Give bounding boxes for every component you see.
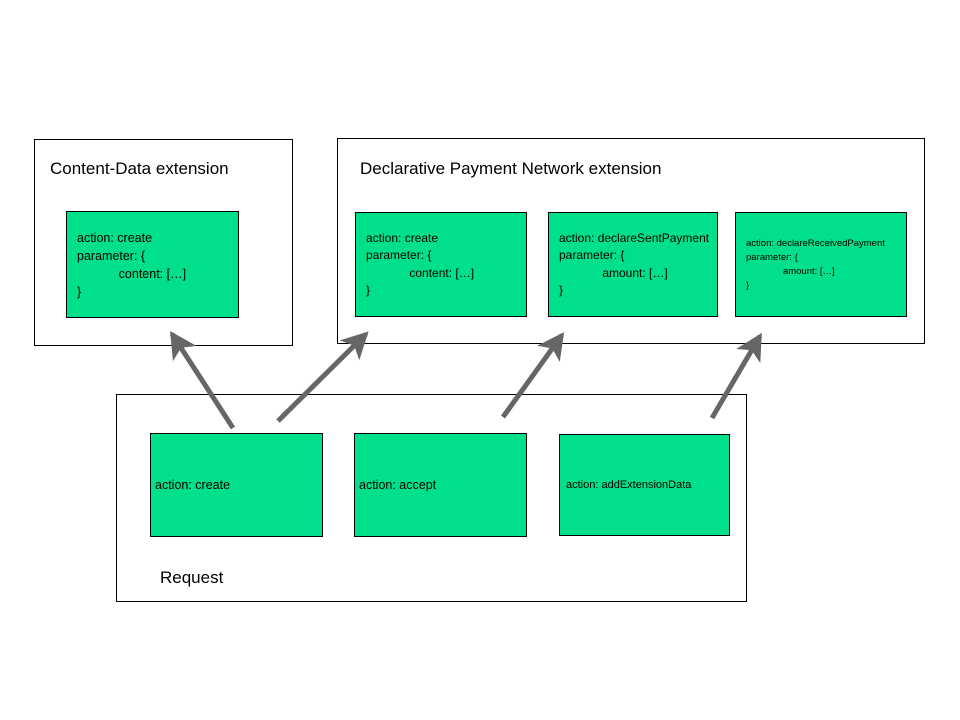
group-content-data-extension [34, 139, 293, 346]
group-title-request: Request [160, 568, 224, 587]
code-box-req-create-text: action: create [155, 478, 231, 492]
code-box-req-add-extension-data-text: action: addExtensionData [566, 479, 692, 491]
code-box-req-add-extension-data[interactable]: action: addExtensionData [559, 434, 730, 536]
code-box-dpn-create[interactable]: action: create parameter: { content: […]… [355, 212, 527, 317]
code-box-dpn-declare-received-payment-text: action: declareReceivedPayment parameter… [746, 237, 885, 291]
code-box-dpn-declare-sent-payment-text: action: declareSentPayment parameter: { … [559, 230, 710, 298]
code-box-req-accept[interactable]: action: accept [354, 433, 527, 537]
group-title-content-data-extension: Content-Data extension [50, 159, 229, 178]
code-box-cd-create-text: action: create parameter: { content: […]… [77, 230, 187, 299]
group-title-declarative-payment-network-extension: Declarative Payment Network extension [360, 159, 662, 178]
group-declarative-payment-network-extension [337, 138, 925, 344]
code-box-dpn-declare-sent-payment[interactable]: action: declareSentPayment parameter: { … [548, 212, 718, 317]
code-box-dpn-declare-received-payment[interactable]: action: declareReceivedPayment parameter… [735, 212, 907, 317]
group-request [116, 394, 747, 602]
code-box-req-create[interactable]: action: create [150, 433, 323, 537]
code-box-req-accept-text: action: accept [359, 478, 437, 492]
code-box-dpn-create-text: action: create parameter: { content: […]… [366, 230, 475, 298]
code-box-cd-create[interactable]: action: create parameter: { content: […]… [66, 211, 239, 318]
